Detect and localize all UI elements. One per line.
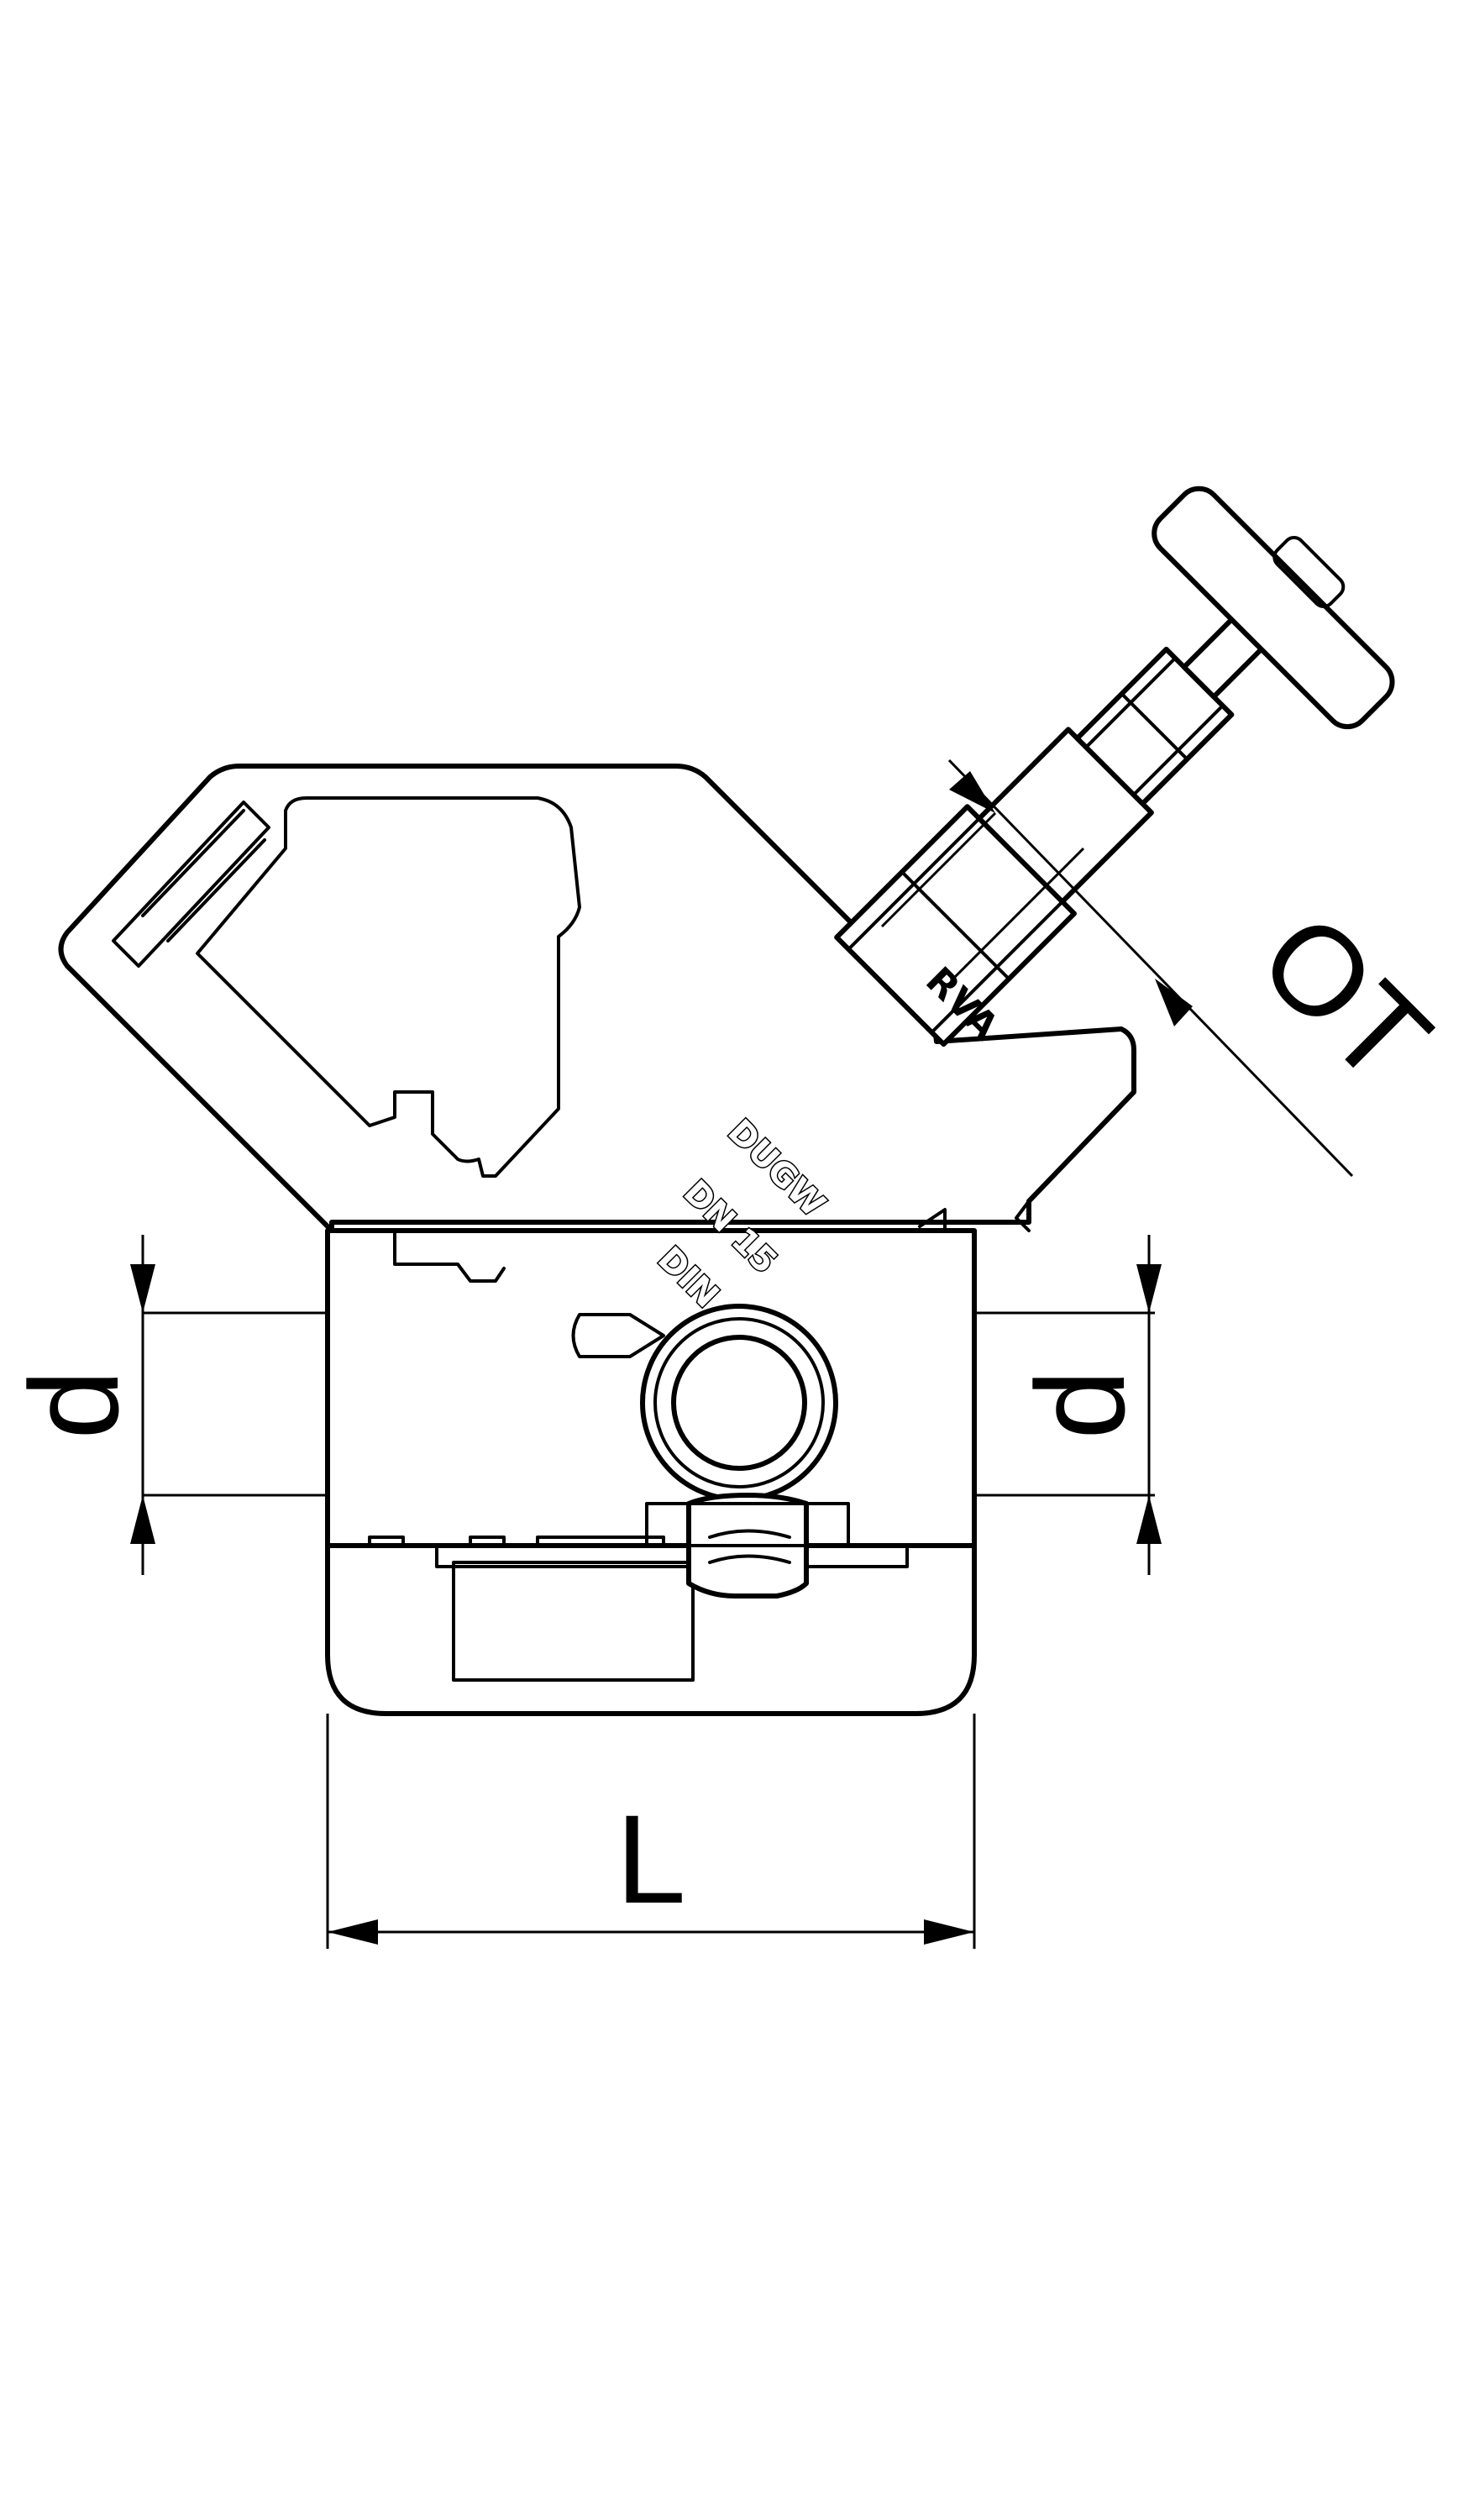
- bonnet-label: OT: [1234, 886, 1457, 1110]
- handwheel: [1152, 486, 1395, 730]
- bonnet-arrow-upper: [949, 771, 995, 813]
- measuring-port-bore: [671, 1335, 807, 1471]
- drain-plug-block: [452, 1561, 695, 1682]
- dimension-diameter-right: d: [974, 1235, 1162, 1575]
- bonnet-extension-lower: [952, 847, 1085, 980]
- length-label: L: [616, 1788, 685, 1929]
- length-arrow-left: [328, 1919, 378, 1945]
- bonnet-arrow-lower: [1155, 979, 1193, 1026]
- strainer-cap: [112, 801, 270, 968]
- tee-internal-seat: [393, 1229, 506, 1283]
- tee-bottom-ridge: [368, 1536, 774, 1547]
- body-outer-hull: [58, 764, 1136, 1233]
- bonnet-dimension-line: [947, 759, 1354, 1178]
- drain-housing: [325, 1543, 977, 1716]
- measuring-port-mid-ring: [653, 1317, 825, 1488]
- bonnet-assembly: [834, 486, 1395, 1047]
- diameter-right-arrow-top: [1136, 1264, 1162, 1313]
- length-arrow-right: [924, 1919, 974, 1945]
- diameter-left-arrow-top: [130, 1264, 155, 1313]
- bonnet-extension-upper: [880, 811, 997, 928]
- diameter-right-label: d: [1010, 1369, 1151, 1439]
- diameter-left-arrow-bottom: [130, 1495, 155, 1544]
- diameter-right-arrow-bottom: [1136, 1495, 1162, 1544]
- diameter-left-label: d: [3, 1369, 144, 1439]
- gland-nut-flats: [1084, 656, 1225, 797]
- dimension-diameter-left: d: [3, 1235, 328, 1575]
- strainer-cap-groove: [141, 809, 266, 942]
- bonnet-seat: [918, 1200, 1031, 1232]
- drain-nipple: [645, 1493, 850, 1599]
- drain-nipple-rings: [708, 1529, 791, 1564]
- handwheel-hub: [1272, 535, 1346, 608]
- drain-nipple-hex: [645, 1502, 850, 1547]
- flow-direction-arrow: [571, 1313, 665, 1358]
- measuring-port: [640, 1304, 838, 1502]
- strainer-chamber: [196, 796, 581, 1178]
- dimension-length: L: [326, 1714, 976, 1949]
